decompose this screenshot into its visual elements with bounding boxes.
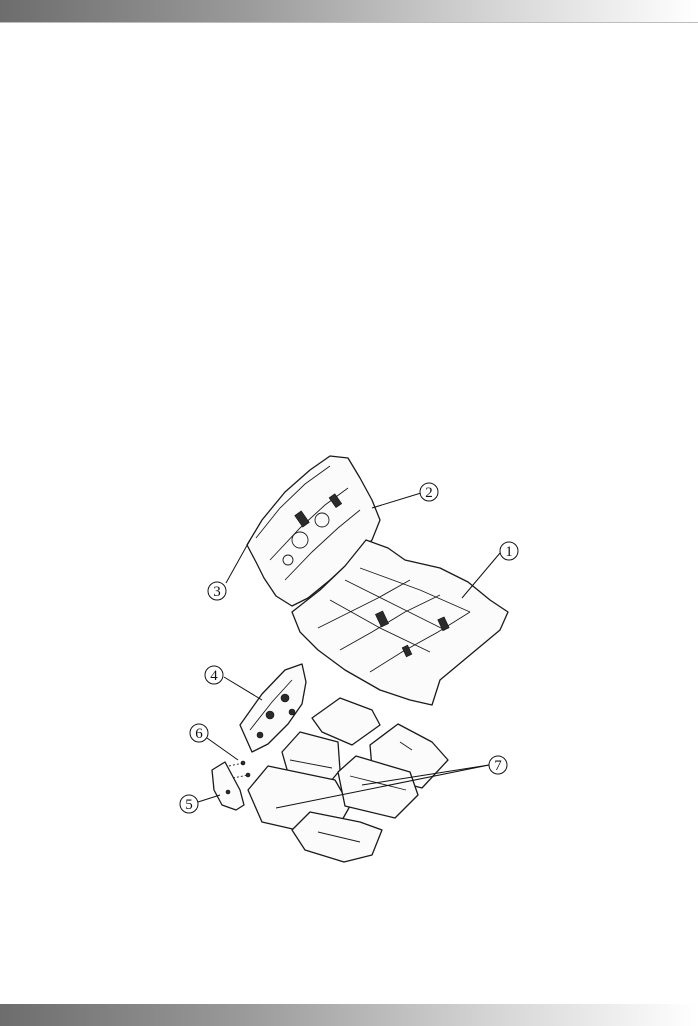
leader-3	[225, 539, 251, 584]
callout-4-label: 4	[210, 668, 218, 684]
callout-2: 2	[419, 482, 439, 502]
dash-panel-insulator-part	[239, 663, 307, 753]
callout-5: 5	[179, 794, 199, 814]
header-bar	[0, 0, 698, 23]
callout-6: 6	[189, 723, 209, 743]
callout-7: 7	[488, 755, 508, 775]
callout-1-label: 1	[505, 544, 513, 560]
callout-2-label: 2	[425, 485, 433, 501]
leader-7b	[361, 764, 490, 786]
callout-4: 4	[204, 665, 224, 685]
callout-1: 1	[499, 541, 519, 561]
footer-bar	[0, 1004, 698, 1026]
fastener-part	[228, 760, 251, 779]
floor-mats-part	[247, 697, 449, 863]
callout-3-label: 3	[213, 584, 221, 600]
bracket-part	[211, 761, 245, 811]
leader-1	[461, 552, 501, 599]
callout-6-label: 6	[195, 726, 203, 742]
dash-insulator-part	[246, 455, 381, 607]
leader-5	[197, 794, 221, 803]
leader-6	[206, 737, 239, 761]
leader-4	[223, 676, 263, 701]
floor-carpet-part	[291, 539, 509, 706]
leader-7a	[275, 764, 490, 809]
leader-2	[371, 492, 422, 509]
callout-7-label: 7	[494, 758, 502, 774]
callout-5-label: 5	[185, 797, 193, 813]
callout-3: 3	[207, 581, 227, 601]
